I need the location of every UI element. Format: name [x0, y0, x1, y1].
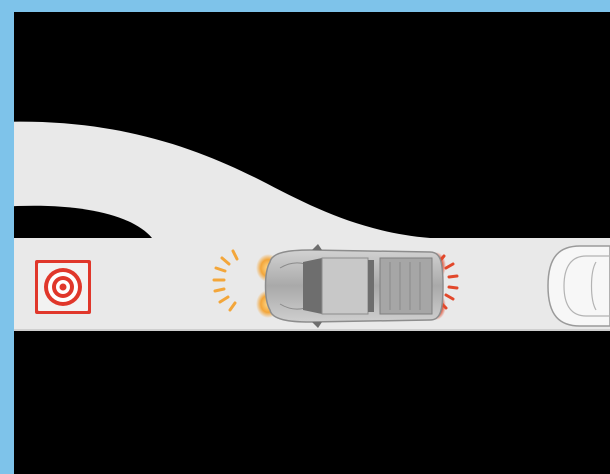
target-icon: [35, 260, 91, 314]
parked-car: [548, 246, 610, 326]
pickup-truck: [256, 244, 446, 328]
frame-left-border: [0, 0, 14, 474]
frame-top-border: [0, 0, 610, 12]
